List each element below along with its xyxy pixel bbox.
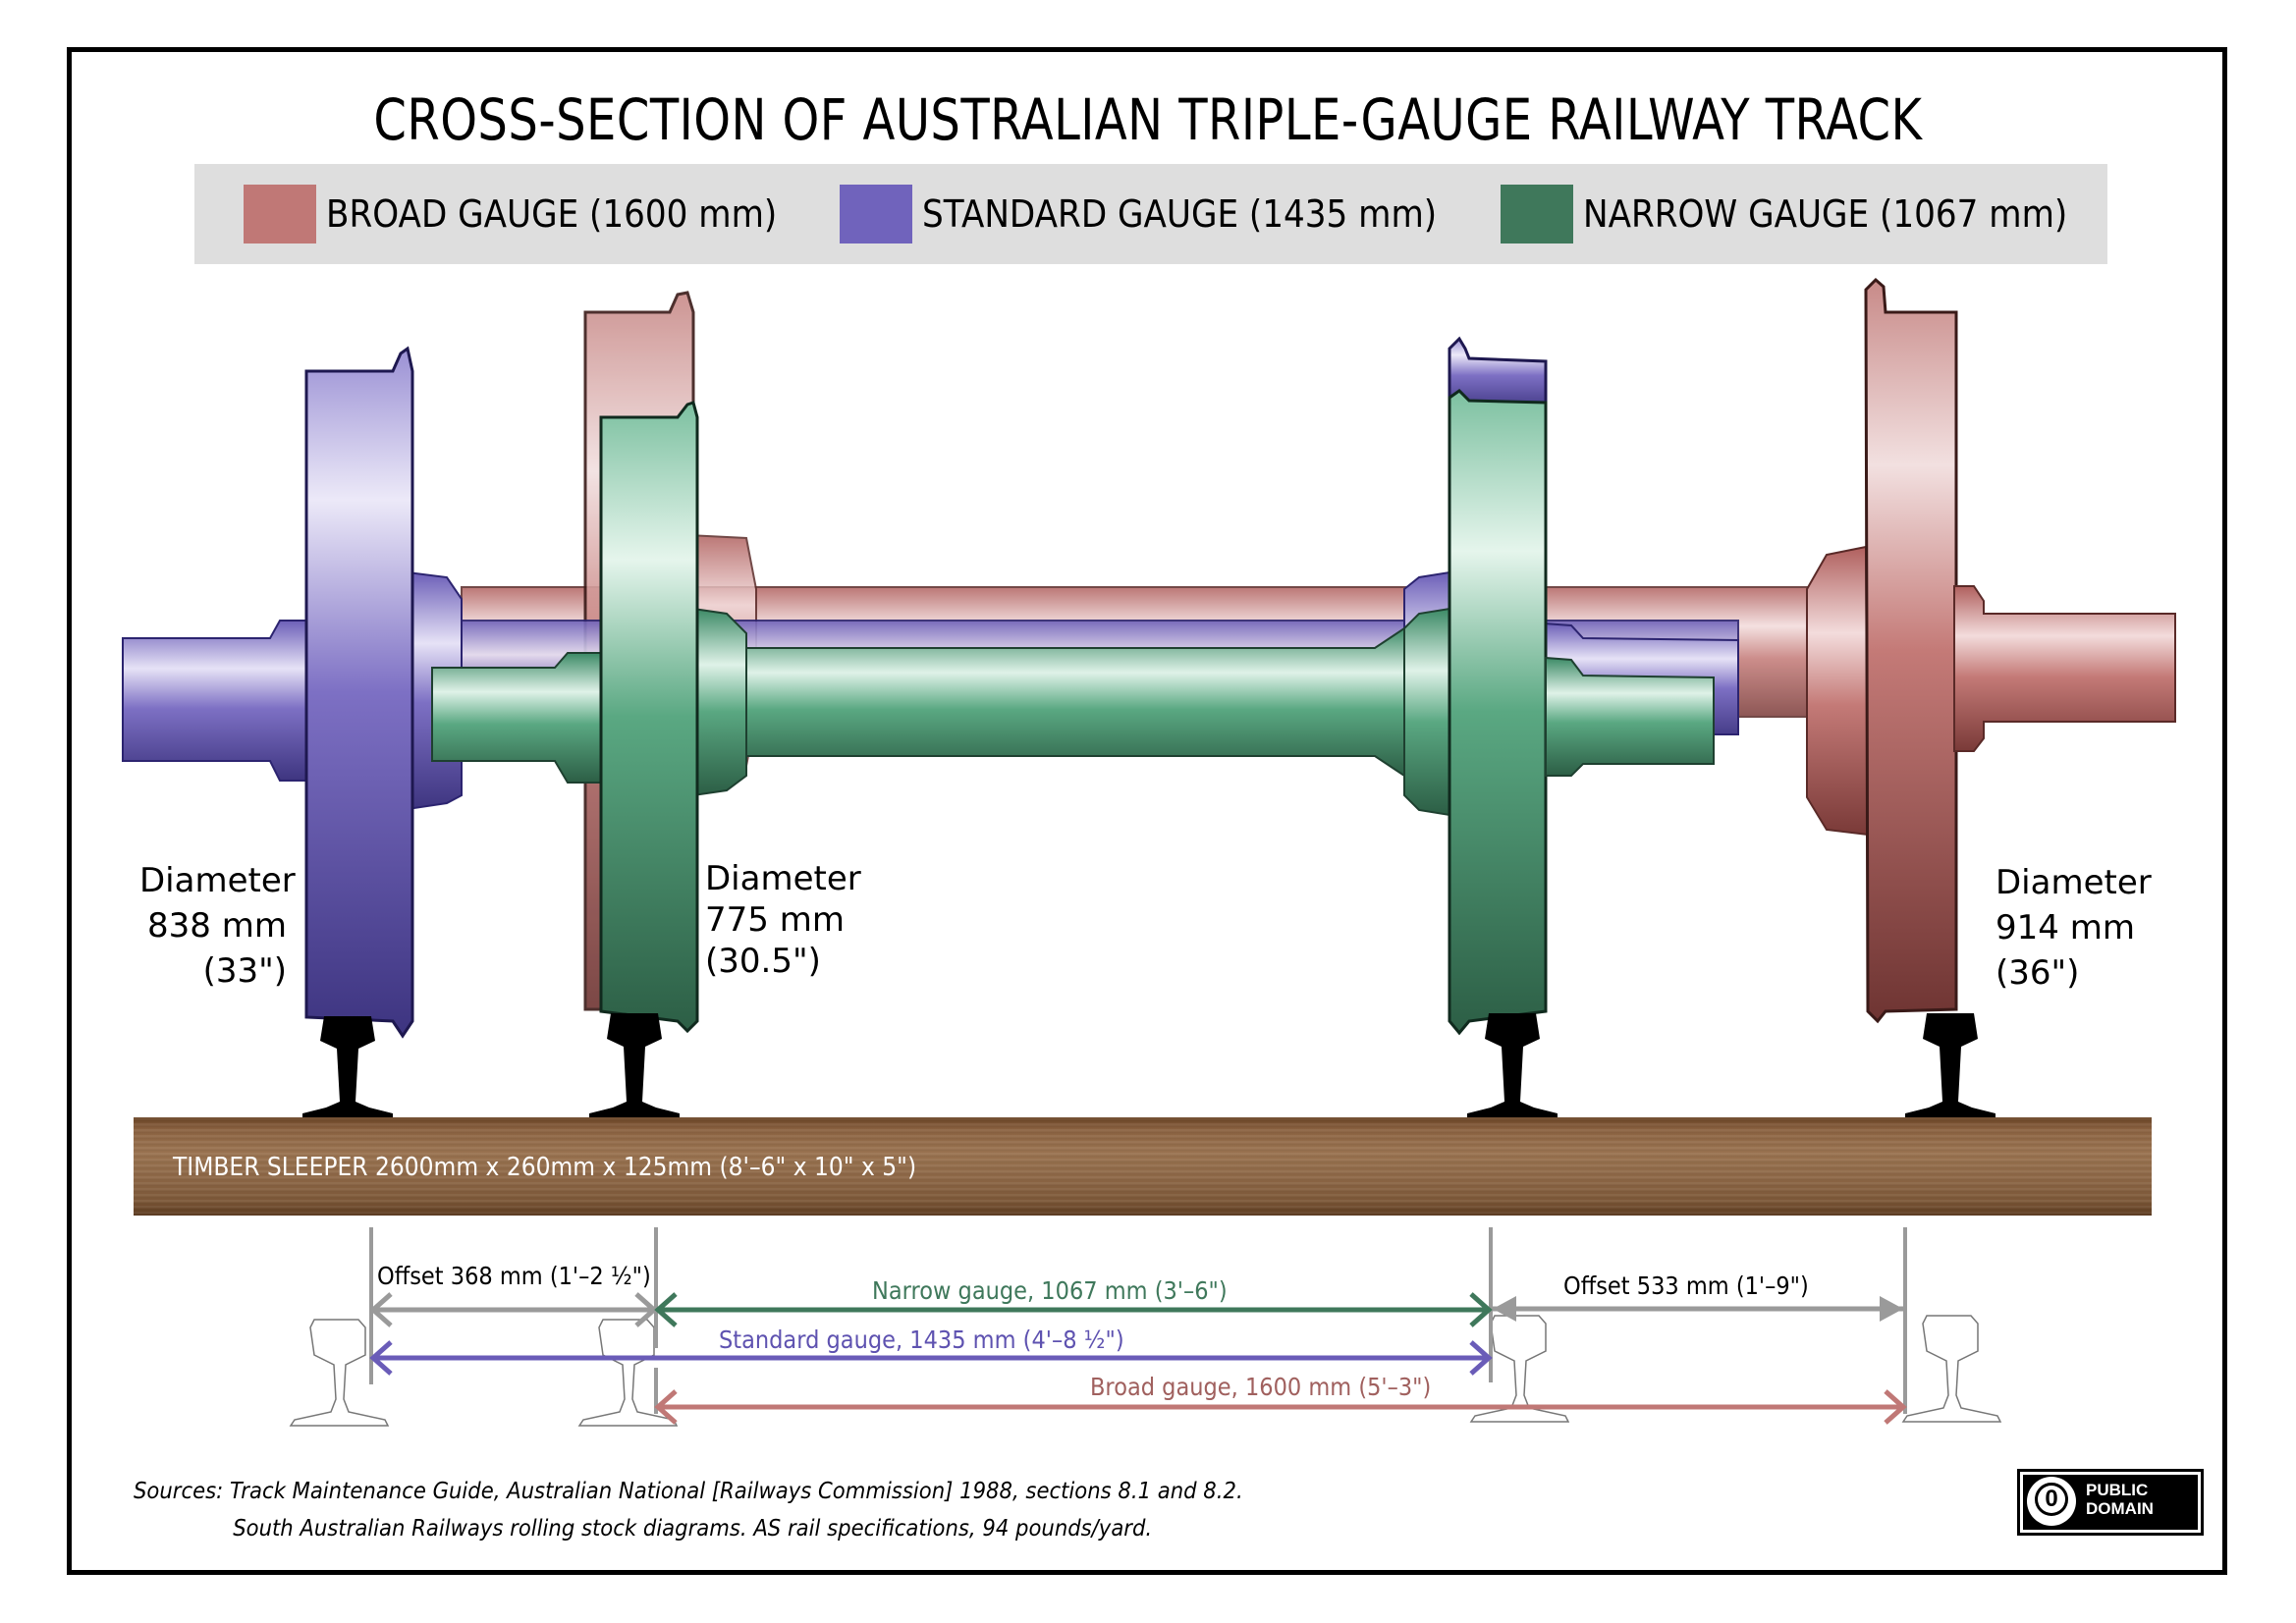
badge-line-1: PUBLIC — [2086, 1481, 2149, 1499]
sources-line-2: South Australian Railways rolling stock … — [233, 1516, 1153, 1542]
narrow-diameter-label: Diameter — [705, 859, 861, 898]
narrow-right-hub — [1403, 607, 1450, 817]
narrow-right-journal — [1545, 656, 1715, 777]
narrow-gauge-swatch — [1501, 185, 1573, 243]
standard-gauge-swatch — [840, 185, 912, 243]
broad-right-wheel — [1864, 277, 1958, 1024]
broad-gauge-label: Broad gauge, 1600 mm (5'–3") — [1090, 1373, 1432, 1401]
outline-rail-3 — [1469, 1315, 1570, 1423]
offset-right-label: Offset 533 mm (1'–9") — [1563, 1271, 1809, 1300]
narrow-gauge-wheelset — [431, 389, 1715, 1036]
narrow-left-hub — [692, 607, 747, 797]
narrow-gauge-label: Narrow gauge, 1067 mm (3'–6") — [872, 1276, 1228, 1305]
narrow-wheel-diameter: Diameter 775 mm (30.5") — [705, 858, 861, 982]
standard-wheel-diameter: Diameter 838 mm (33") — [139, 858, 296, 994]
public-domain-badge: 0 PUBLIC DOMAIN — [2017, 1469, 2204, 1536]
timber-sleeper: TIMBER SLEEPER 2600mm x 260mm x 125mm (8… — [134, 1117, 2152, 1216]
outline-rail-4 — [1901, 1315, 2002, 1423]
legend: BROAD GAUGE (1600 mm) STANDARD GAUGE (14… — [194, 164, 2107, 264]
outline-rail-1 — [289, 1319, 390, 1427]
badge-line-2: DOMAIN — [2086, 1499, 2154, 1518]
badge-text: PUBLIC DOMAIN — [2086, 1481, 2154, 1518]
rails — [302, 1013, 1995, 1117]
narrow-left-wheel — [599, 401, 699, 1034]
rail-4 — [1905, 1013, 1995, 1117]
sources-line-1: Sources: Track Maintenance Guide, Austra… — [134, 1479, 1243, 1504]
rail-2 — [589, 1013, 680, 1117]
narrow-diameter-mm: 775 mm — [705, 900, 845, 940]
legend-label-narrow: NARROW GAUGE (1067 mm) — [1583, 192, 2068, 236]
narrow-right-wheel — [1448, 389, 1548, 1036]
badge-background: 0 PUBLIC DOMAIN — [2023, 1475, 2198, 1530]
broad-right-hub — [1806, 545, 1870, 837]
standard-left-journal — [122, 620, 307, 782]
narrow-gauge-arrow — [654, 1292, 1493, 1327]
public-domain-icon: 0 — [2027, 1477, 2076, 1526]
public-domain-symbol: 0 — [2038, 1486, 2065, 1513]
legend-item-narrow: NARROW GAUGE (1067 mm) — [1501, 182, 2121, 246]
broad-diameter-label: Diameter — [1995, 863, 2152, 902]
narrow-diameter-in: (30.5") — [705, 942, 821, 981]
standard-diameter-mm: 838 mm — [147, 906, 287, 946]
standard-left-wheel — [304, 346, 414, 1039]
broad-diameter-in: (36") — [1995, 953, 2080, 993]
broad-gauge-swatch — [244, 185, 316, 243]
legend-item-standard: STANDARD GAUGE (1435 mm) — [840, 182, 1494, 246]
legend-label-standard: STANDARD GAUGE (1435 mm) — [922, 192, 1438, 236]
rail-3 — [1467, 1013, 1558, 1117]
offset-right-arrow — [1493, 1296, 1903, 1322]
standard-diameter-in: (33") — [202, 951, 287, 991]
narrow-axle — [745, 626, 1405, 778]
sources-note: Sources: Track Maintenance Guide, Austra… — [134, 1473, 1243, 1547]
legend-label-broad: BROAD GAUGE (1600 mm) — [326, 192, 778, 236]
outline-rails — [289, 1315, 2002, 1427]
public-domain-icon-ring: 0 — [2035, 1483, 2068, 1516]
standard-diameter-label: Diameter — [139, 861, 296, 900]
rail-1 — [302, 1016, 393, 1117]
diagram-frame — [67, 47, 2227, 1575]
broad-right-journal — [1953, 585, 2176, 752]
standard-gauge-arrow — [369, 1340, 1493, 1376]
legend-item-broad: BROAD GAUGE (1600 mm) — [244, 182, 827, 246]
broad-diameter-mm: 914 mm — [1995, 908, 2135, 947]
broad-wheel-diameter: Diameter 914 mm (36") — [1995, 860, 2152, 996]
standard-gauge-label: Standard gauge, 1435 mm (4'–8 ½") — [719, 1325, 1124, 1354]
broad-gauge-arrow — [654, 1389, 1907, 1425]
offset-left-arrow — [369, 1292, 658, 1327]
offset-left-label: Offset 368 mm (1'–2 ½") — [377, 1262, 651, 1290]
sleeper-label: TIMBER SLEEPER 2600mm x 260mm x 125mm (8… — [173, 1153, 917, 1182]
diagram-title: CROSS-SECTION OF AUSTRALIAN TRIPLE-GAUGE… — [373, 86, 1923, 153]
